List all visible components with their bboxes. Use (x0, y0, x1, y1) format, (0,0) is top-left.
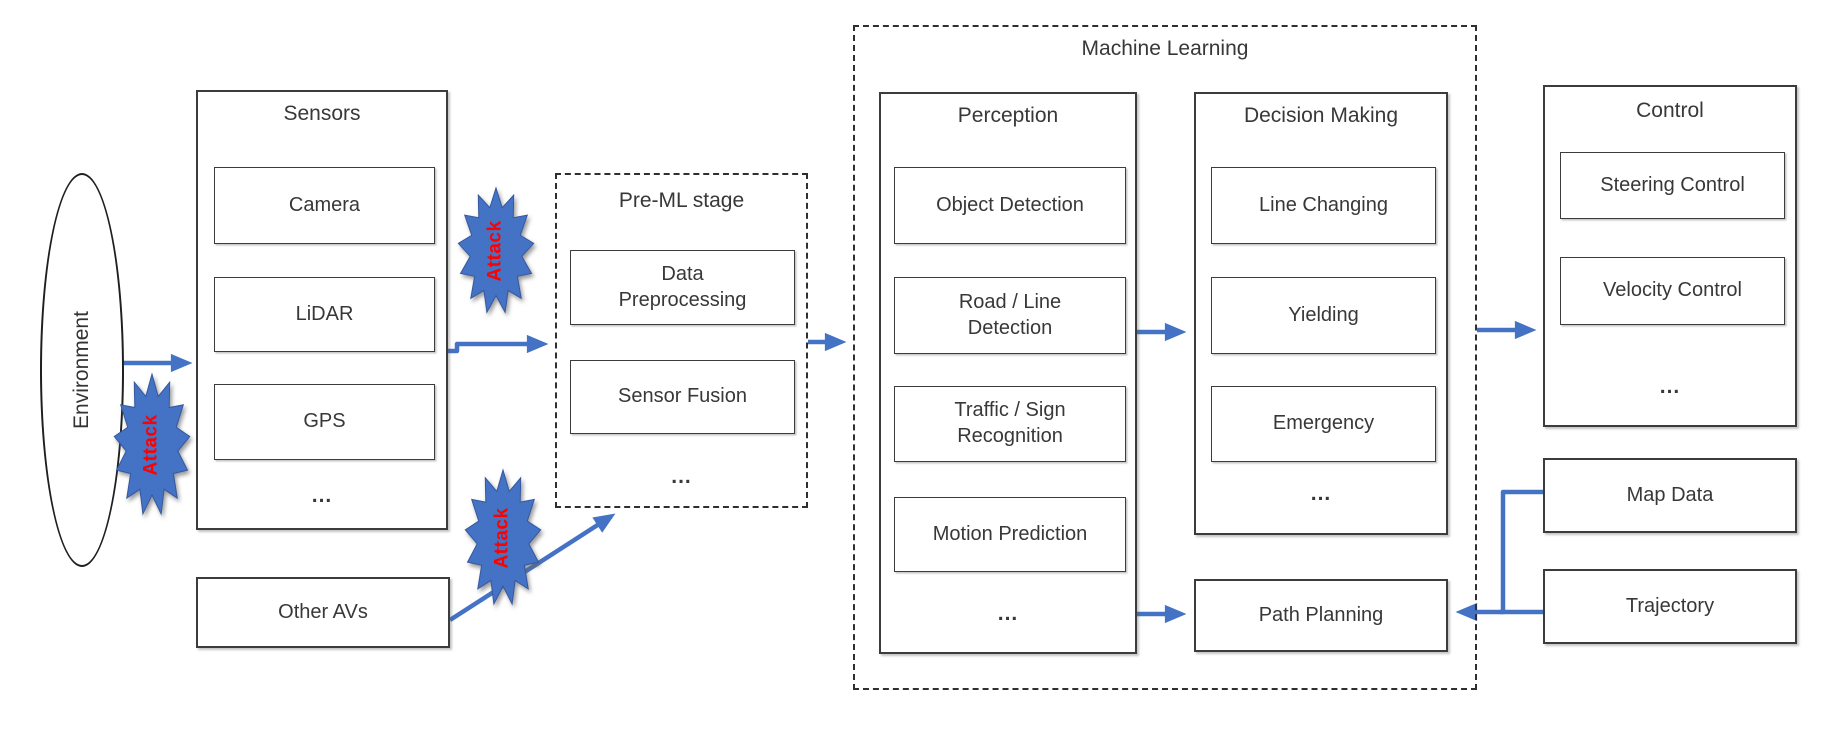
pre-ml-item-sensor-fusion: Sensor Fusion (570, 360, 795, 434)
machine-learning-box: Machine Learning Perception Object Detec… (853, 25, 1477, 690)
attack-label: Attack (140, 414, 162, 476)
sensor-item-lidar: LiDAR (214, 277, 435, 352)
attack-label: Attack (484, 220, 506, 282)
pre-ml-item-data-preprocessing: Data Preprocessing (570, 250, 795, 325)
control-item-steering: Steering Control (1560, 152, 1785, 219)
sensors-ellipsis: ... (311, 484, 333, 507)
machine-learning-title: Machine Learning (1081, 37, 1249, 60)
control-item-velocity: Velocity Control (1560, 257, 1785, 325)
pre-ml-title: Pre-ML stage (618, 189, 745, 212)
sensor-item-gps: GPS (214, 384, 435, 460)
perception-ellipsis: ... (997, 602, 1019, 625)
other-avs-label: Other AVs (278, 601, 368, 623)
decision-making-box: Decision Making Line Changing Yielding E… (1194, 92, 1448, 535)
decision-ellipsis: ... (1310, 482, 1332, 505)
starburst-icon (457, 186, 535, 314)
environment-label: Environment (70, 311, 94, 429)
sensors-title: Sensors (283, 102, 361, 125)
arrow-sensors-to-preml (448, 334, 549, 354)
attack-burst-sensors-preml: Attack (456, 186, 536, 316)
trajectory-label: Trajectory (1625, 595, 1715, 617)
control-ellipsis: ... (1659, 375, 1681, 398)
attack-burst-otheravs: Attack (463, 468, 543, 608)
attack-label: Attack (491, 507, 513, 569)
map-data-label: Map Data (1626, 484, 1714, 506)
perception-item-object-detection: Object Detection (894, 167, 1126, 244)
map-data-box: Map Data (1543, 458, 1797, 533)
pre-ml-box: Pre-ML stage Data Preprocessing Sensor F… (555, 173, 808, 508)
path-planning-box: Path Planning (1194, 579, 1448, 652)
perception-item-traffic-sign-recognition: Traffic / Sign Recognition (894, 386, 1126, 462)
perception-item-motion-prediction: Motion Prediction (894, 497, 1126, 572)
attack-burst-environment: Attack (112, 372, 192, 518)
environment-ellipse: Environment (40, 173, 124, 567)
perception-box: Perception Object Detection Road / Line … (879, 92, 1137, 654)
perception-title: Perception (957, 104, 1059, 127)
control-title: Control (1636, 99, 1704, 122)
decision-item-emergency: Emergency (1211, 386, 1436, 462)
path-planning-label: Path Planning (1258, 604, 1384, 626)
decision-item-line-changing: Line Changing (1211, 167, 1436, 244)
decision-making-title: Decision Making (1243, 104, 1399, 127)
other-avs-box: Other AVs (196, 577, 450, 648)
decision-item-yielding: Yielding (1211, 277, 1436, 354)
sensors-box: Sensors Camera LiDAR GPS ... (196, 90, 448, 530)
pre-ml-ellipsis: ... (671, 465, 692, 488)
control-box: Control Steering Control Velocity Contro… (1543, 85, 1797, 427)
sensor-item-camera: Camera (214, 167, 435, 244)
starburst-icon (464, 468, 542, 606)
trajectory-box: Trajectory (1543, 569, 1797, 644)
starburst-icon (113, 372, 191, 516)
perception-item-road-line-detection: Road / Line Detection (894, 277, 1126, 354)
